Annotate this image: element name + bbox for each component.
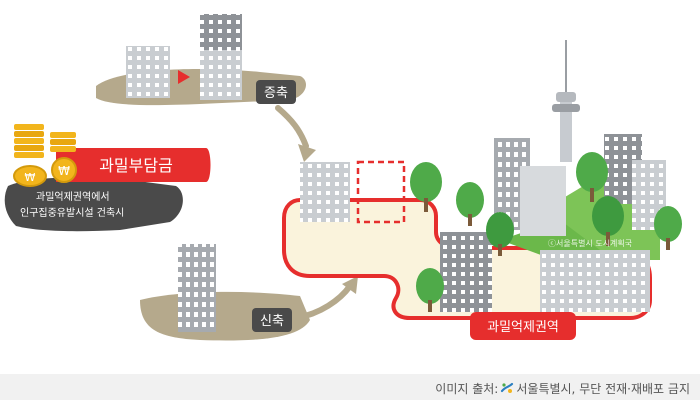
levy-title: 과밀부담금 (99, 156, 173, 175)
won-coin-icon: ₩ (13, 165, 47, 187)
image-source: 이미지 출처: 서울특별시, 무단 전재·재배포 금지 (435, 379, 690, 397)
new-construction-arrow-head (342, 276, 358, 294)
extended-building-lower (200, 50, 242, 100)
new-construction-label: 신축 (260, 314, 284, 329)
small-building-before (126, 46, 170, 98)
svg-text:₩: ₩ (25, 171, 36, 184)
extension-flow-arrow (275, 105, 309, 149)
city-building (520, 166, 566, 236)
won-coin-icon: ₩ (51, 157, 77, 183)
tower-icon (552, 40, 580, 162)
levy-note-line1: 과밀억제권역에서 (36, 191, 110, 203)
seoul-logo-icon (501, 382, 514, 393)
extension-label-box (256, 80, 296, 104)
extension-label: 증축 (264, 86, 288, 101)
existing-building (300, 162, 350, 222)
arrow-icon (178, 70, 190, 84)
region-scene: ⓒ서울특별시 도시계획국 과밀억제권역 (282, 40, 682, 340)
watermark-text: ⓒ서울특별시 도시계획국 (548, 238, 632, 248)
extension-arrow-head (298, 144, 316, 162)
coin-stack-icon (14, 124, 76, 158)
levy-scene: 과밀부담금 과밀억제권역에서 인구집중유발시설 건축시 ₩ ₩ (4, 124, 211, 232)
tree-icon (456, 182, 484, 226)
new-building (178, 244, 216, 332)
extension-scene: 증축 (96, 14, 316, 162)
region-label-box (470, 312, 576, 340)
new-construction-scene: 신축 (140, 244, 358, 341)
levy-banner (56, 148, 211, 182)
levy-note-line2: 인구집중유발시설 건축시 (20, 207, 124, 219)
source-prefix: 이미지 출처: (435, 381, 499, 396)
levy-mud-base (4, 177, 183, 232)
source-text-value: 서울특별시, 무단 전재·재배포 금지 (516, 381, 690, 396)
tree-icon (416, 268, 444, 312)
new-construction-flow-arrow (293, 283, 353, 321)
tree-icon (654, 206, 682, 250)
city-building (540, 250, 650, 312)
footer-bar (0, 374, 700, 400)
extended-building-upper (200, 14, 242, 50)
city-building (440, 232, 492, 312)
region-label: 과밀억제권역 (487, 320, 559, 335)
tree-icon (576, 152, 608, 202)
tree-icon (486, 212, 514, 256)
tree-icon (592, 196, 624, 246)
tree-icon (410, 162, 442, 212)
svg-text:₩: ₩ (58, 164, 70, 178)
new-building-outline (356, 160, 406, 224)
new-construction-label-box (252, 308, 292, 332)
